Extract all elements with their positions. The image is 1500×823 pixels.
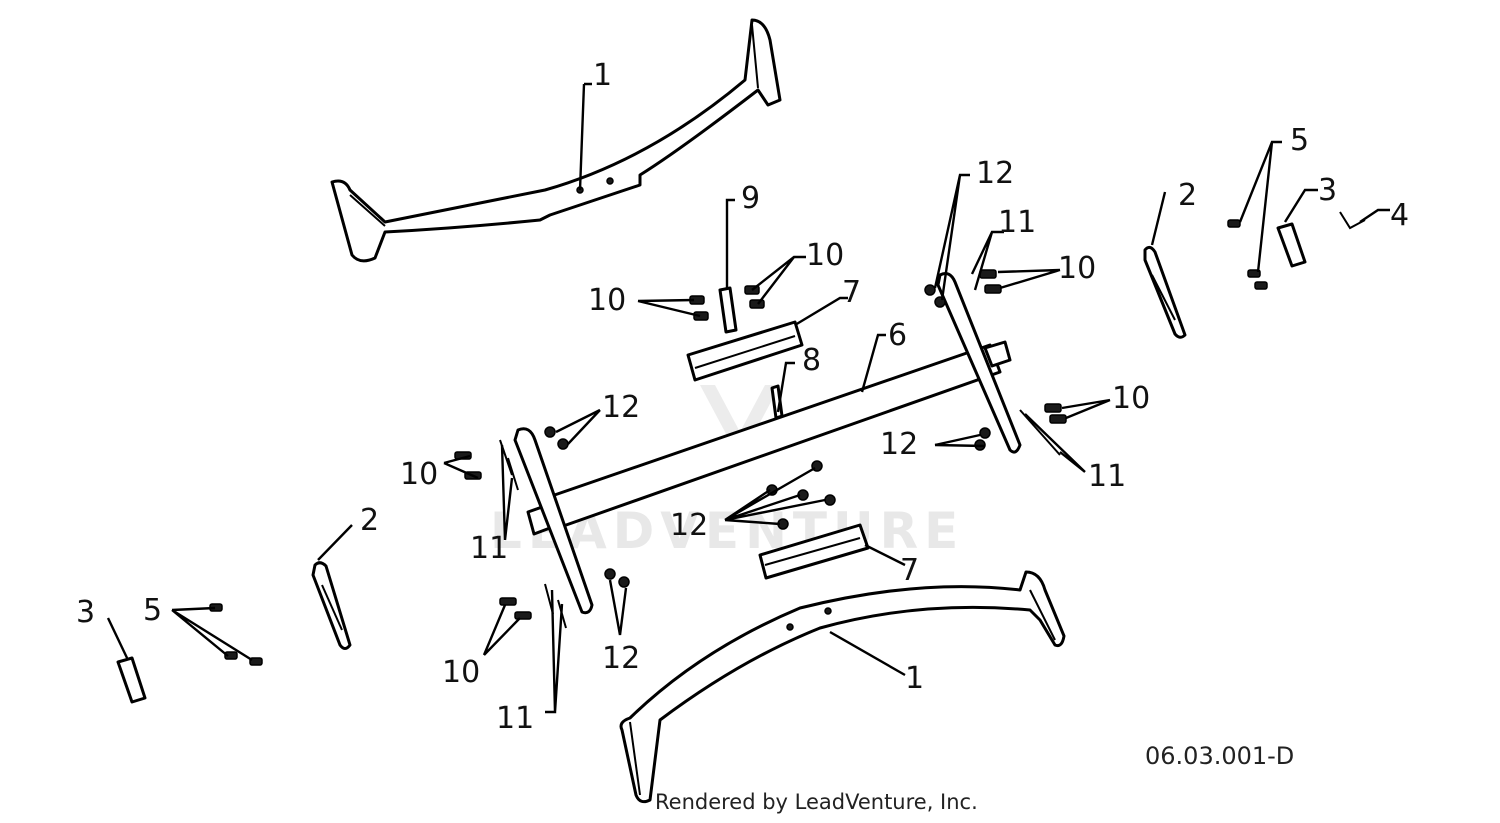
callout-10-right-mid: 10 [1112, 381, 1150, 416]
part-9-pin[interactable] [718, 286, 738, 334]
part-7-top-plate[interactable] [686, 320, 804, 382]
callout-12-right-top: 12 [976, 156, 1014, 191]
callout-2-left: 2 [360, 503, 379, 538]
callout-2-right: 2 [1178, 178, 1197, 213]
render-credit: Rendered by LeadVenture, Inc. [655, 790, 978, 814]
part-4-clip[interactable] [1339, 211, 1366, 230]
callout-5-right: 5 [1290, 123, 1309, 158]
callout-10-left-bottom: 10 [442, 655, 480, 690]
callout-12-left-bottom: 12 [602, 641, 640, 676]
callout-12-right-mid: 12 [880, 427, 918, 462]
part-2-right-bracket[interactable] [1143, 245, 1187, 339]
callout-11-left-bottom: 11 [496, 701, 534, 736]
callout-11-right-top: 11 [998, 205, 1036, 240]
callout-labels: 1 1 2 2 3 3 4 5 5 6 7 7 8 9 10 10 10 10 … [76, 58, 1409, 736]
callout-6: 6 [888, 318, 907, 353]
callout-7-top: 7 [842, 275, 861, 310]
part-1-top-bar[interactable] [330, 18, 782, 263]
callout-12-left-top: 12 [602, 390, 640, 425]
leader-lines [106, 82, 1390, 714]
callout-11-left-mid: 11 [470, 531, 508, 566]
callout-7-bottom: 7 [900, 553, 919, 588]
callout-4: 4 [1390, 198, 1409, 233]
callout-1-bottom: 1 [905, 661, 924, 696]
callout-3-left: 3 [76, 595, 95, 630]
callout-1-top: 1 [593, 58, 612, 93]
part-3-left-pad[interactable] [116, 656, 147, 704]
callout-10-left-mid: 10 [400, 457, 438, 492]
callout-5-left: 5 [143, 593, 162, 628]
callout-12-center: 12 [670, 508, 708, 543]
callout-8: 8 [802, 343, 821, 378]
part-3-right-pad[interactable] [1276, 222, 1307, 268]
part-side-plate-left[interactable] [513, 427, 594, 615]
callout-10-right-top: 10 [1058, 251, 1096, 286]
callout-3-right: 3 [1318, 173, 1337, 208]
callout-10-top-left: 10 [588, 283, 626, 318]
callout-9: 9 [741, 181, 760, 216]
callout-11-right-bottom: 11 [1088, 459, 1126, 494]
part-1-bottom-bar[interactable] [619, 570, 1066, 804]
part-7-bottom-plate[interactable] [758, 523, 870, 580]
part-2-left-bracket[interactable] [311, 561, 352, 650]
callout-10-top-mid: 10 [806, 238, 844, 273]
diagram-reference-code: 06.03.001-D [1145, 742, 1294, 770]
